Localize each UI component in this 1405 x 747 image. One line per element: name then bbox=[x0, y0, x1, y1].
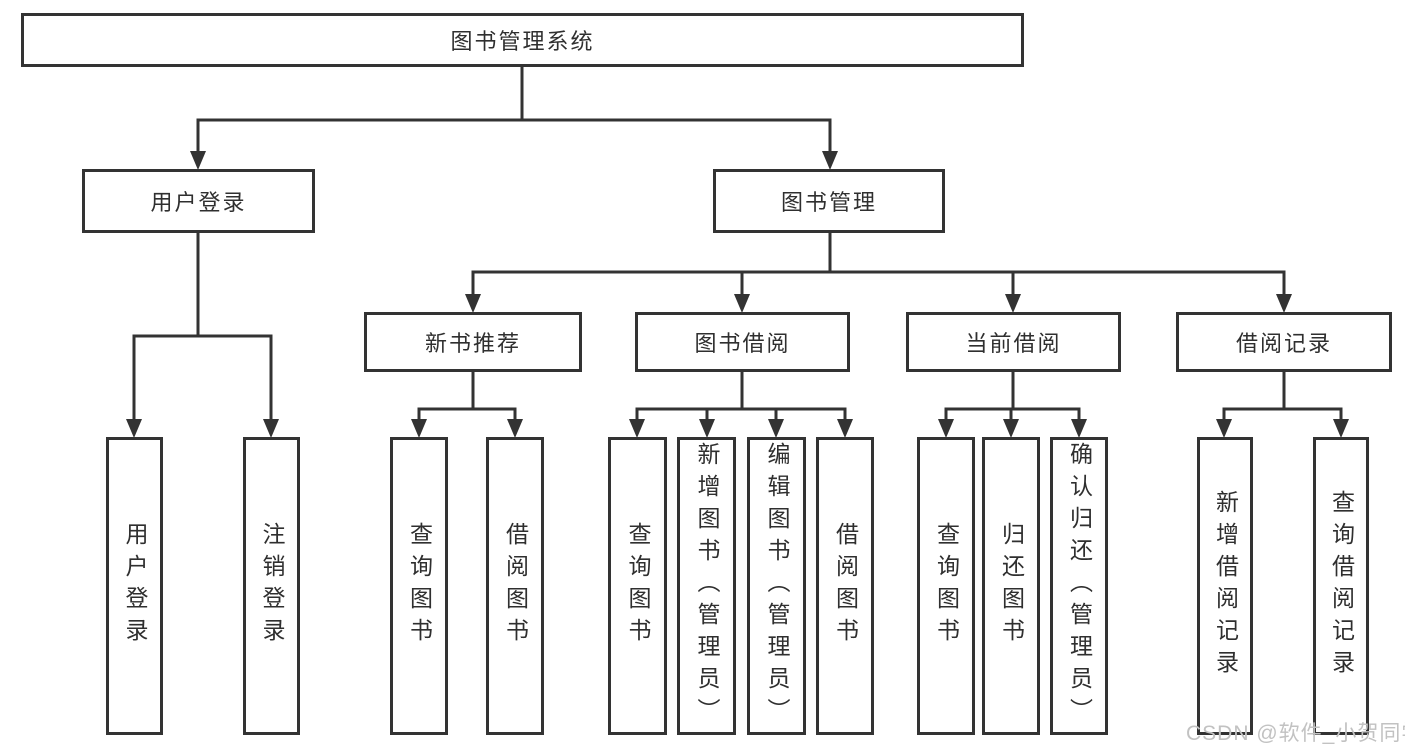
node-current-borrowing: 当前借阅 bbox=[906, 312, 1121, 372]
node-user-login: 用户登录 bbox=[82, 169, 315, 233]
node-book-management: 图书管理 bbox=[713, 169, 945, 233]
arrow-down-icon bbox=[1005, 294, 1021, 313]
connector-current-borrowing-to-leaves bbox=[944, 372, 1081, 424]
arrow-down-icon bbox=[507, 419, 523, 438]
connector-new-book-to-leaves bbox=[417, 372, 517, 424]
connector-book-borrowing-to-leaves bbox=[635, 372, 847, 424]
leaf-logout-login: 注销登录 bbox=[243, 437, 300, 735]
arrow-down-icon bbox=[837, 419, 853, 438]
connector-borrowing-records-to-leaves bbox=[1222, 372, 1343, 424]
arrow-down-icon bbox=[1333, 419, 1349, 438]
arrow-down-icon bbox=[699, 419, 715, 438]
arrow-down-icon bbox=[629, 419, 645, 438]
node-new-book-recommendation: 新书推荐 bbox=[364, 312, 582, 372]
leaf-query-books-recommend: 查询图书 bbox=[390, 437, 448, 735]
node-borrowing-records: 借阅记录 bbox=[1176, 312, 1392, 372]
leaf-add-books-admin: 新增图书（管理员） bbox=[677, 437, 736, 735]
connector-book-management-to-level3 bbox=[471, 233, 1286, 298]
leaf-borrow-books-borrowing: 借阅图书 bbox=[816, 437, 874, 735]
arrow-down-icon bbox=[465, 294, 481, 313]
arrow-down-icon bbox=[1071, 419, 1087, 438]
leaf-confirm-return-admin: 确认归还（管理员） bbox=[1050, 437, 1108, 735]
leaf-return-books: 归还图书 bbox=[982, 437, 1040, 735]
arrow-down-icon bbox=[1276, 294, 1292, 313]
leaf-query-borrow-record: 查询借阅记录 bbox=[1313, 437, 1369, 735]
leaf-query-books-borrowing: 查询图书 bbox=[608, 437, 667, 735]
leaf-edit-books-admin: 编辑图书（管理员） bbox=[747, 437, 806, 735]
arrow-down-icon bbox=[1216, 419, 1232, 438]
watermark-text: CSDN @软件_小贺同学 bbox=[1186, 722, 1405, 745]
arrow-down-icon bbox=[1003, 419, 1019, 438]
arrow-down-icon bbox=[734, 294, 750, 313]
arrow-down-icon bbox=[126, 419, 142, 438]
arrow-down-icon bbox=[768, 419, 784, 438]
arrow-down-icon bbox=[190, 151, 206, 170]
leaf-borrow-books-recommend: 借阅图书 bbox=[486, 437, 544, 735]
node-library-system: 图书管理系统 bbox=[21, 13, 1024, 67]
arrow-down-icon bbox=[411, 419, 427, 438]
leaf-add-borrow-record: 新增借阅记录 bbox=[1197, 437, 1253, 735]
leaf-query-books-current: 查询图书 bbox=[917, 437, 975, 735]
arrow-down-icon bbox=[822, 151, 838, 170]
connector-user-login-to-leaves bbox=[132, 233, 273, 424]
node-book-borrowing: 图书借阅 bbox=[635, 312, 850, 372]
arrow-down-icon bbox=[263, 419, 279, 438]
connector-root-to-level2 bbox=[196, 67, 832, 155]
arrow-down-icon bbox=[938, 419, 954, 438]
leaf-user-login: 用户登录 bbox=[106, 437, 163, 735]
